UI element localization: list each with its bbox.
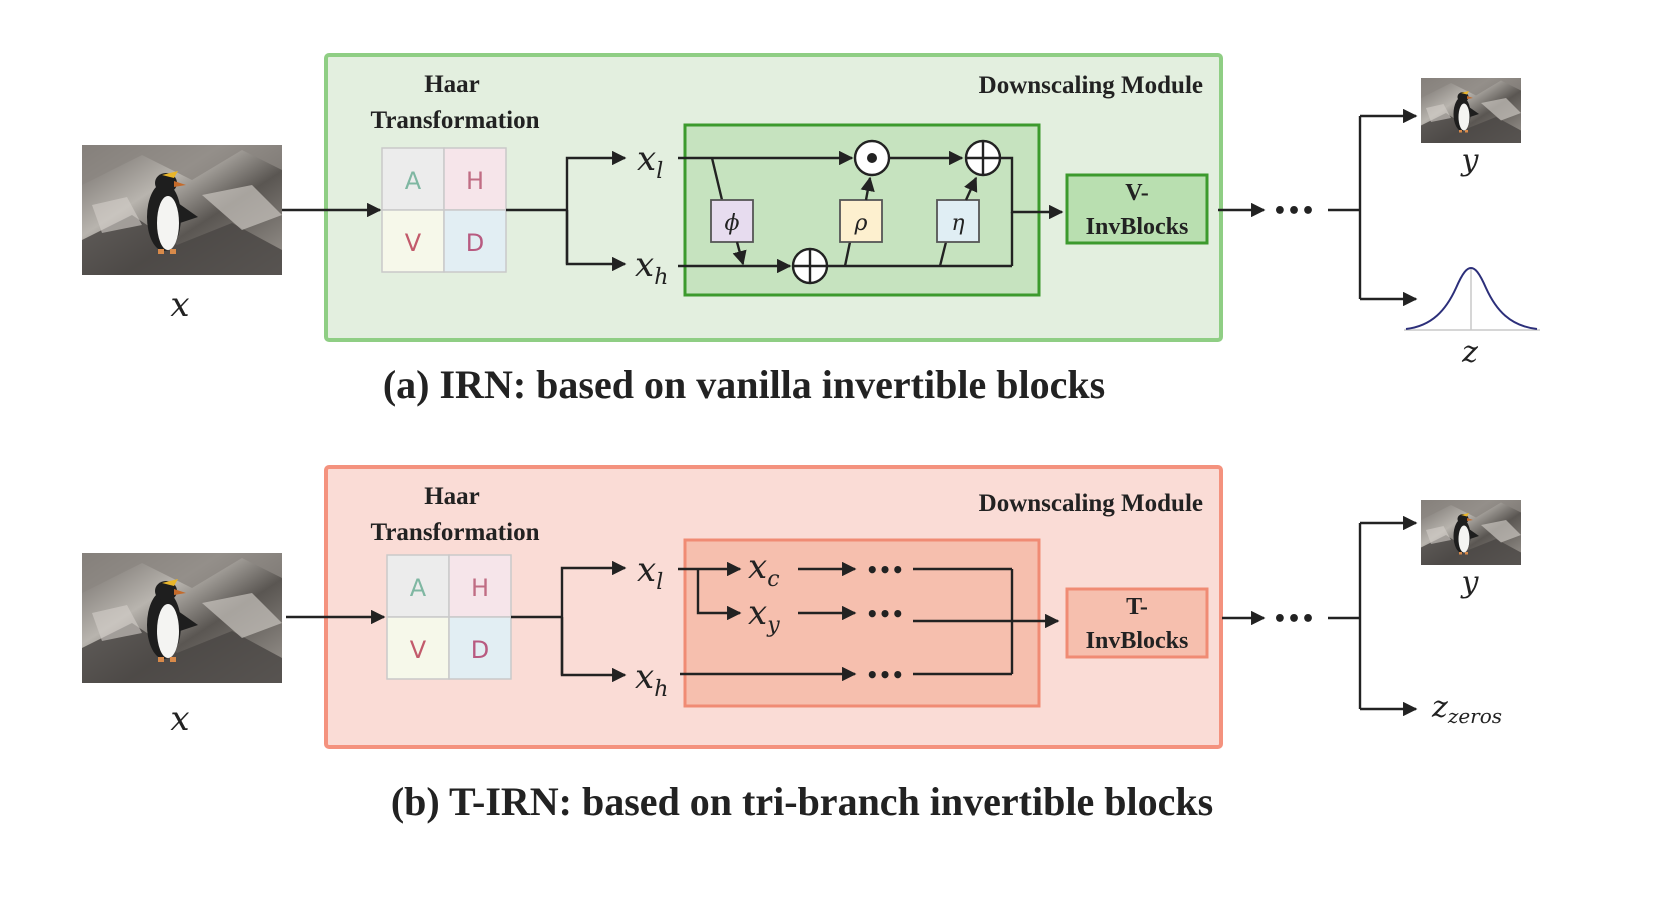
- eta-block: [936, 199, 980, 243]
- input-image: [82, 553, 282, 683]
- ellipsis-c: •••: [866, 558, 904, 582]
- haar-cell-a: A: [405, 167, 422, 195]
- haar-cell-h: H: [471, 574, 489, 602]
- haar-cell-d: D: [466, 229, 484, 257]
- output-y-label: y: [1460, 565, 1480, 600]
- gaussian-curve: [1404, 266, 1540, 331]
- branch-xl: xl: [637, 139, 663, 184]
- add-node-top: [964, 139, 1002, 177]
- branch-xc: xc: [748, 547, 780, 592]
- ellipsis-y: •••: [866, 602, 904, 626]
- input-label: x: [170, 285, 189, 325]
- ellipsis-h: •••: [866, 663, 904, 687]
- ellipsis: •••: [1273, 199, 1315, 224]
- rho-block: [839, 199, 883, 243]
- input-image: [82, 145, 282, 275]
- branch-xl: xl: [637, 550, 663, 595]
- haar-grid: A H V D: [381, 147, 507, 273]
- v-invblocks-line2: InvBlocks: [1086, 214, 1189, 240]
- output-y-label: y: [1460, 143, 1480, 178]
- v-invblocks: [1065, 173, 1209, 245]
- eta-label: η: [951, 211, 964, 236]
- haar-title-line2: Transformation: [371, 519, 540, 546]
- haar-cell-v: V: [410, 636, 427, 664]
- input-label: x: [170, 699, 189, 739]
- caption-a: (a) IRN: based on vanilla invertible blo…: [383, 362, 1105, 407]
- output-z-label: z: [1461, 335, 1478, 370]
- caption-b: (b) T-IRN: based on tri-branch invertibl…: [391, 779, 1213, 824]
- split-to-xh-arrow: [560, 617, 627, 683]
- phi-label: ϕ: [725, 211, 740, 236]
- ellipsis: •••: [1273, 607, 1315, 632]
- haar-cell-h: H: [466, 167, 484, 195]
- haar-title-line2: Transformation: [371, 107, 540, 134]
- branch-xh: xh: [635, 657, 668, 702]
- output-lr-image: [1421, 78, 1521, 143]
- panel-b: Downscaling Module Haar Transformation x…: [82, 465, 1521, 824]
- branch-xy: xy: [748, 593, 780, 638]
- t-invblocks: [1065, 587, 1209, 659]
- t-invblocks-line2: InvBlocks: [1086, 628, 1189, 654]
- add-node-bottom: [791, 247, 829, 285]
- haar-title-line1: Haar: [424, 71, 480, 98]
- split-to-xh-arrow: [565, 210, 627, 272]
- haar-cell-v: V: [405, 229, 422, 257]
- v-invblocks-line1: V-: [1125, 180, 1149, 206]
- branch-xh: xh: [635, 245, 668, 290]
- haar-cell-a: A: [410, 574, 427, 602]
- phi-block: [710, 199, 754, 243]
- panel-a: Downscaling Module Haar Transformation x…: [82, 53, 1540, 407]
- output-zzeros-label: zzeros: [1431, 690, 1502, 728]
- module-title: Downscaling Module: [979, 72, 1203, 99]
- output-lr-image: [1421, 500, 1521, 565]
- module-title: Downscaling Module: [979, 490, 1203, 517]
- rho-label: ρ: [854, 211, 868, 236]
- tri-branch-block: [683, 538, 1041, 708]
- haar-cell-d: D: [471, 636, 489, 664]
- haar-grid: A H V D: [386, 554, 512, 680]
- haar-title-line1: Haar: [424, 483, 480, 510]
- t-invblocks-line1: T-: [1126, 594, 1148, 620]
